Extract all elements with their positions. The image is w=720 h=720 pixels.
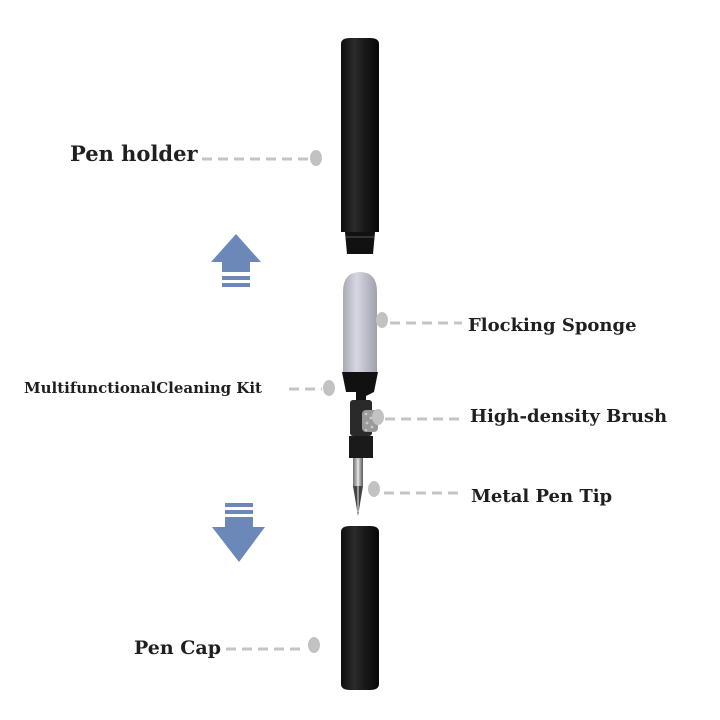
arrow-up-icon bbox=[211, 234, 261, 287]
label-metal-tip: Metal Pen Tip bbox=[471, 486, 613, 507]
label-pen-cap: Pen Cap bbox=[134, 637, 222, 659]
leader-dots bbox=[308, 150, 388, 653]
label-flocking-sponge: Flocking Sponge bbox=[468, 315, 637, 336]
label-cleaning-kit: MultifunctionalCleaning Kit bbox=[24, 379, 262, 397]
leader-lines bbox=[202, 157, 464, 651]
arrow-down-icon bbox=[212, 503, 265, 562]
pen-cap-part bbox=[341, 526, 379, 690]
pen-holder-part bbox=[341, 38, 379, 254]
label-brush: High-density Brush bbox=[470, 406, 668, 427]
label-pen-holder: Pen holder bbox=[70, 141, 198, 166]
cleaning-kit-part bbox=[342, 272, 378, 516]
